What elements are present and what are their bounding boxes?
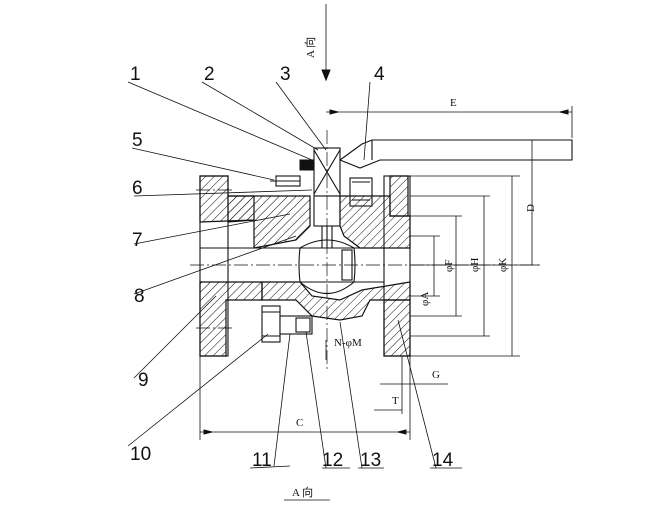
callout-10: 10 [130, 444, 151, 465]
callout-6: 6 [132, 178, 143, 199]
dim-label-C: C [296, 417, 303, 429]
handle-lever [338, 139, 573, 169]
dim-label-T: T [392, 395, 399, 407]
dim-label-H: φH [469, 258, 481, 272]
leader-lines [127, 81, 462, 469]
dim-label-D: D [525, 204, 537, 212]
dim-label-E: E [450, 97, 457, 109]
callout-5: 5 [132, 130, 143, 151]
callout-2: 2 [204, 64, 215, 85]
callout-4: 4 [374, 64, 385, 85]
dim-label-NM: N-φM [334, 337, 362, 349]
callout-13: 13 [360, 450, 381, 471]
dimension-lines [199, 106, 573, 440]
callout-9: 9 [138, 370, 149, 391]
dim-label-G: G [432, 369, 440, 381]
direction-label-bottom: A 向 [292, 485, 313, 499]
callout-8: 8 [134, 286, 145, 307]
direction-arrow-top: A 向 [303, 4, 331, 82]
direction-label-top: A 向 [303, 37, 317, 58]
callout-3: 3 [280, 64, 291, 85]
bottom-bolt [261, 305, 313, 343]
callout-14: 14 [432, 450, 454, 471]
callout-11: 11 [252, 450, 272, 471]
callout-12: 12 [322, 450, 343, 471]
dim-label-F: φF [443, 260, 455, 272]
callout-7: 7 [132, 230, 143, 251]
callout-1: 1 [130, 64, 141, 85]
dim-label-K: φK [497, 258, 509, 272]
dim-label-A: φA [419, 292, 431, 306]
